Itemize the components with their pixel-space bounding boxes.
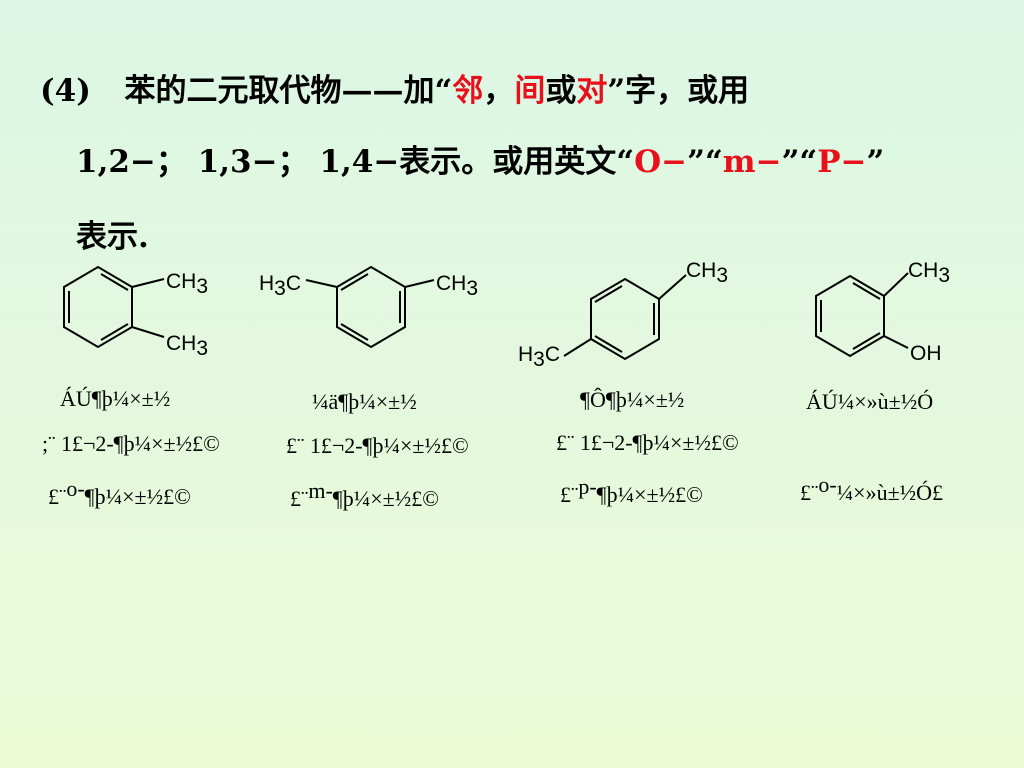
para-prefix: P− [817, 144, 867, 180]
caption-o-xylene-prefix: £¨o-¶þ¼×±½£© [48, 476, 191, 509]
caption-p-xylene-name: ¶Ô¶þ¼×±½ [580, 387, 685, 412]
p-xylene-ch3: CH3 [686, 259, 728, 287]
m-xylene-ch3: CH3 [436, 272, 478, 300]
m-xylene-h3c: H3C [259, 272, 301, 300]
structure-row: CH3 CH3 H3C CH3 CH3 H3C [0, 250, 1024, 371]
line2-quote-2: ”“ [781, 144, 818, 180]
ortho-char: 邻 [452, 73, 484, 109]
caption-p-xylene-prefix: £¨p-¶þ¼×±½£© [560, 474, 703, 507]
text-line-1: (4) 苯的二元取代物——加“邻，间或对”字，或用 [40, 76, 749, 107]
caption-m-xylene-name: ¼ä¶þ¼×±½ [312, 389, 417, 414]
o-xylene-ch3-bottom: CH3 [166, 332, 208, 360]
caption-o-xylene-name: ÁÚ¶þ¼×±½ [60, 386, 171, 411]
para-char: 对 [576, 73, 608, 109]
line2-text-b: ” [866, 144, 885, 180]
o-cresol-oh: OH [910, 342, 942, 365]
text-line-2: 1,2−； 1,3−； 1,4−表示。或用英文“O−”“m−”“P−” [76, 147, 884, 178]
o-cresol-ch3: CH3 [908, 259, 950, 287]
caption-o-xylene-locant: ;¨ 1£¬2-¶þ¼×±½£© [42, 431, 220, 456]
line2-quote-1: ”“ [687, 144, 723, 180]
caption-o-cresol-prefix: £¨o-¼×»ù±½Ó£ [800, 472, 944, 505]
line1-text-a: 苯的二元取代物——加“ [124, 73, 453, 109]
structure-p-xylene [563, 274, 687, 361]
line1-sep: ， [483, 73, 515, 109]
structures-svg: CH3 CH3 H3C CH3 CH3 H3C [63, 259, 950, 371]
or-char: 或 [545, 73, 577, 109]
meta-prefix: m− [722, 144, 782, 180]
meta-char: 间 [514, 73, 546, 109]
structure-o-xylene [63, 265, 165, 349]
ortho-prefix: O− [634, 144, 688, 180]
caption-o-cresol-name: ÁÚ¼×»ù±½Ó [806, 389, 934, 414]
caption-m-xylene-prefix: £¨m-¶þ¼×±½£© [290, 478, 439, 511]
line1-text-b: ”字，或用 [607, 73, 750, 109]
structure-o-cresol [815, 272, 909, 358]
line2-text-a: 1,2−； 1,3−； 1,4−表示。或用英文“ [76, 144, 635, 180]
line3-text: 表示. [76, 219, 149, 255]
structure-m-xylene [305, 265, 435, 349]
item-number: (4) [40, 73, 91, 109]
text-line-3: 表示. [76, 222, 149, 253]
caption-p-xylene-locant: £¨ 1£¬2-¶þ¼×±½£© [556, 430, 739, 455]
p-xylene-h3c: H3C [518, 343, 560, 370]
o-xylene-ch3-top: CH3 [166, 270, 208, 298]
caption-m-xylene-locant: £¨ 1£¬2-¶þ¼×±½£© [286, 433, 469, 458]
